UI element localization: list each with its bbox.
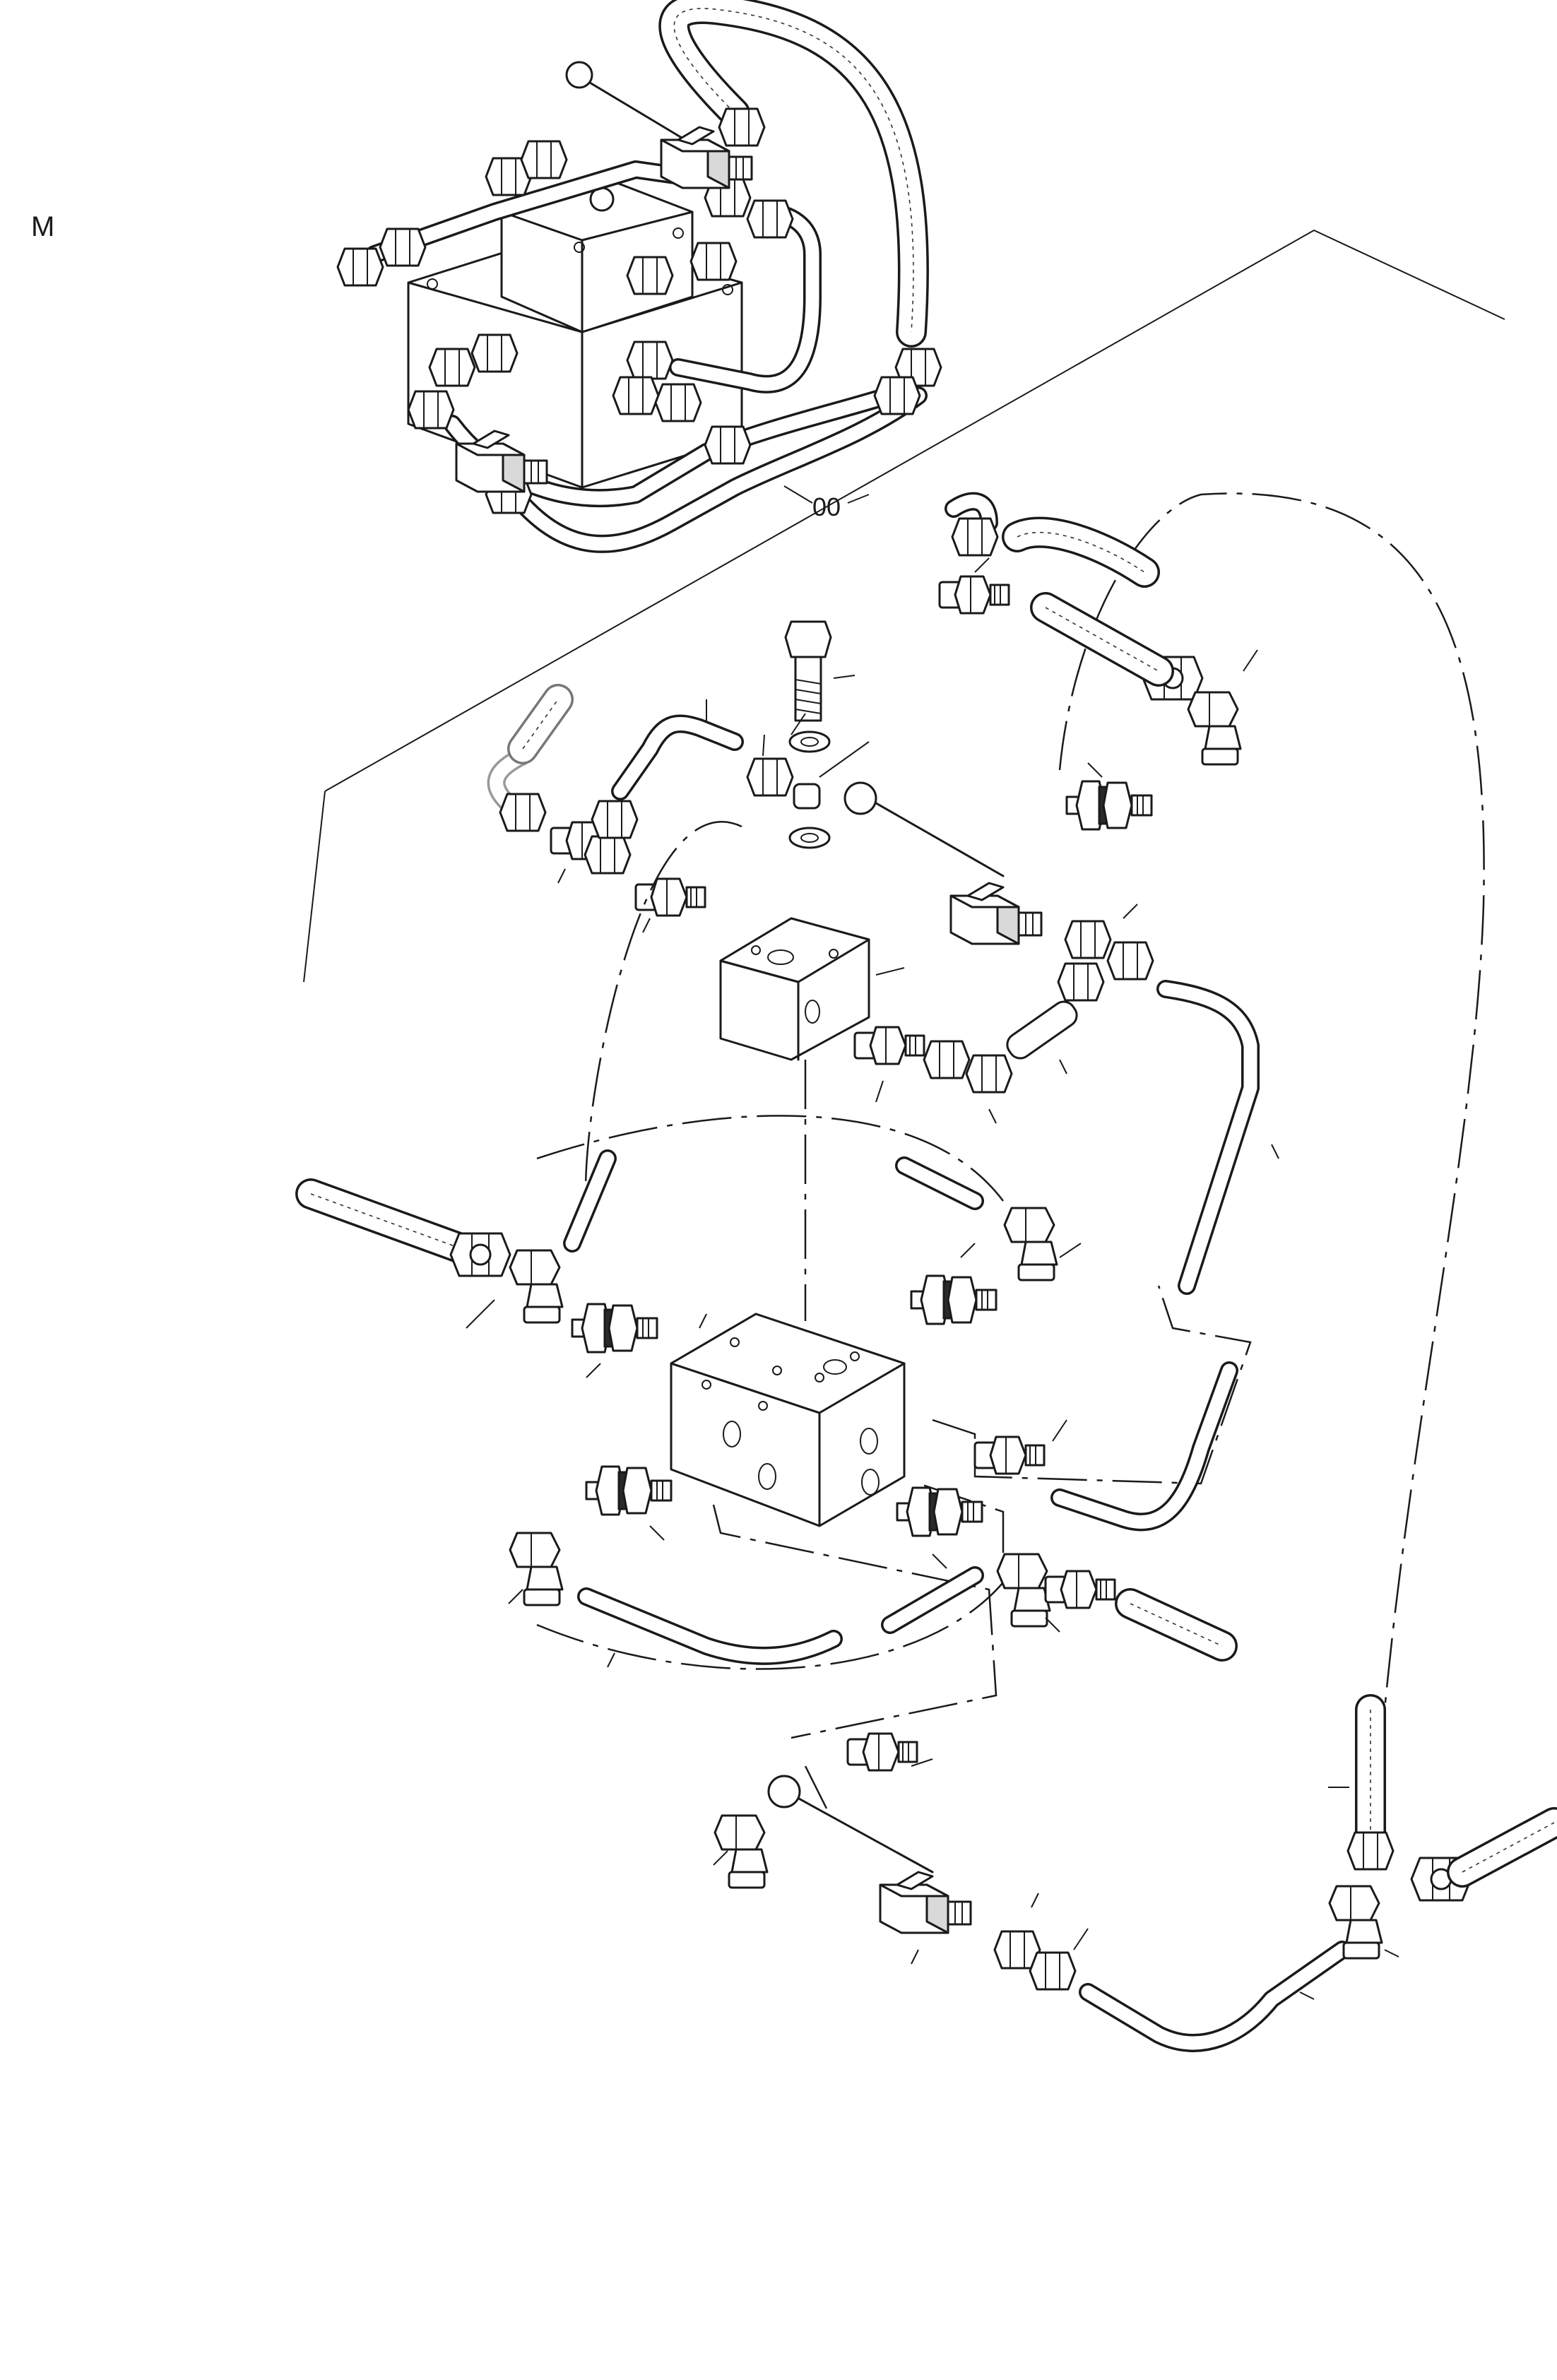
detail-callout-left-edge: [303, 791, 326, 983]
callout-leader-lines: [466, 557, 1399, 2000]
upper-exploded-components: [487, 492, 1260, 1295]
bottom-valve-assembly: [714, 1694, 1557, 2052]
hose-route-centerline: [1058, 492, 1485, 1710]
detail-callout-outline: [324, 229, 1505, 792]
top-valve-assembly: [336, 0, 942, 553]
lower-manifold-assembly: [295, 821, 1252, 1809]
reference-leader-line: [783, 485, 870, 504]
bolt-head: [784, 620, 832, 658]
upper-distribution-block: [719, 917, 870, 1061]
figure-corner-label: M: [31, 211, 54, 242]
